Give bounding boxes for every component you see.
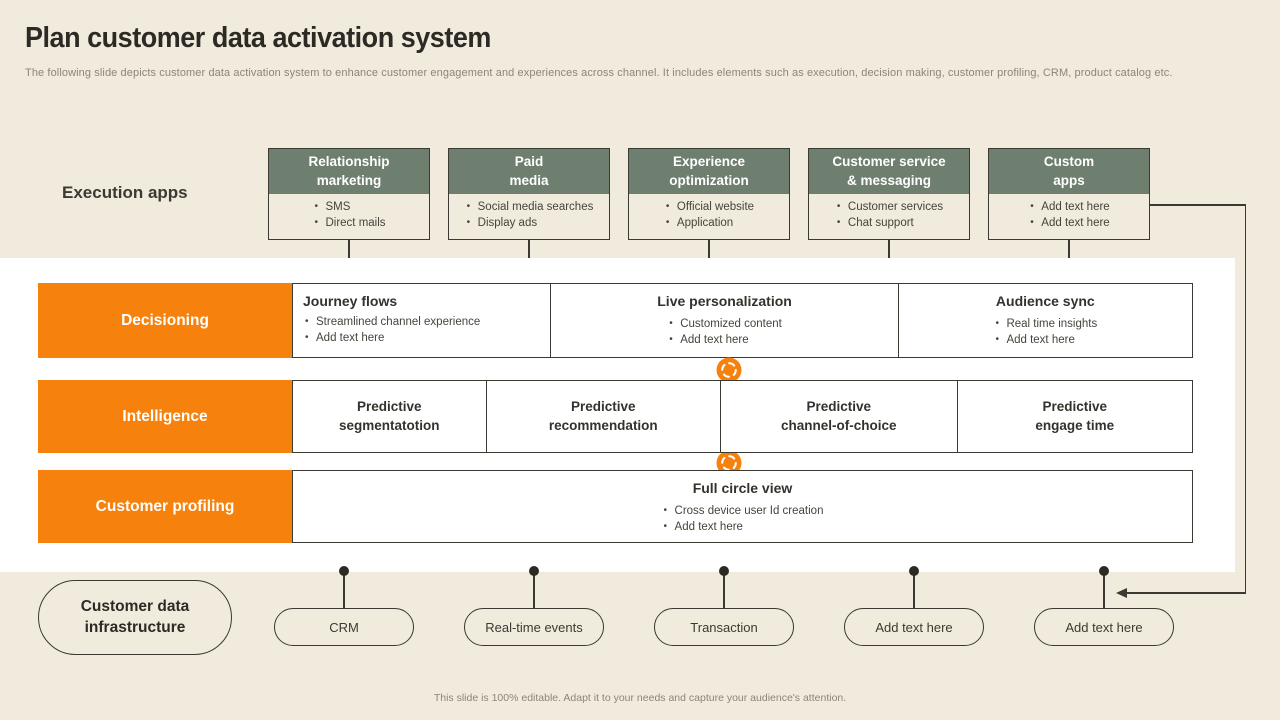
connector-line: [888, 240, 890, 258]
cell-predictive-engage-time: Predictive engage time: [956, 381, 1192, 452]
connector-dot: [909, 566, 919, 576]
connector-line: [1244, 204, 1246, 593]
connector-line: [913, 571, 915, 608]
connector-line: [1068, 240, 1070, 258]
cell-title: Live personalization: [657, 293, 792, 309]
app-box-title: Relationship marketing: [269, 149, 429, 194]
bullet-item: Display ads: [465, 215, 594, 231]
bullet-item: Social media searches: [465, 199, 594, 215]
cell-title: Predictive recommendation: [548, 398, 658, 433]
connector-dot: [719, 566, 729, 576]
infra-node-placeholder-2: Add text here: [1034, 608, 1174, 646]
bullet-item: Customized content: [667, 316, 782, 332]
cell-title: Journey flows: [303, 293, 398, 309]
cell-title: Predictive channel-of-choice: [781, 398, 897, 433]
cell-bullets: Streamlined channel experience Add text …: [303, 314, 550, 346]
cell-bullets: Customized content Add text here: [667, 316, 782, 348]
bullet-item: Chat support: [835, 215, 943, 231]
connector-dot: [529, 566, 539, 576]
cell-predictive-channel-of-choice: Predictive channel-of-choice: [720, 381, 956, 452]
app-box-title: Experience optimization: [629, 149, 789, 194]
cell-full-circle-view: Full circle view Cross device user Id cr…: [293, 471, 1192, 542]
infra-node-transaction: Transaction: [654, 608, 794, 646]
app-box-experience-optimization: Experience optimization Official website…: [628, 148, 790, 240]
connector-line: [528, 240, 530, 258]
app-box-title: Customer service & messaging: [809, 149, 969, 194]
app-box-bullets: Official website Application: [664, 199, 754, 231]
row-label-decisioning: Decisioning: [38, 283, 292, 358]
connector-line: [343, 571, 345, 608]
app-box-bullets: SMS Direct mails: [312, 199, 385, 231]
cell-title: Audience sync: [995, 293, 1095, 309]
bullet-item: Add text here: [303, 330, 550, 346]
bullet-item: Direct mails: [312, 215, 385, 231]
app-box-customer-service-messaging: Customer service & messaging Customer se…: [808, 148, 970, 240]
cell-title: Predictive segmentatotion: [339, 398, 440, 433]
execution-apps-label: Execution apps: [62, 183, 188, 202]
bullet-item: Add text here: [662, 519, 824, 535]
bullet-item: SMS: [312, 199, 385, 215]
infra-node-crm: CRM: [274, 608, 414, 646]
slide-subtitle: The following slide depicts customer dat…: [25, 67, 1173, 79]
cell-live-personalization: Live personalization Customized content …: [550, 284, 897, 357]
app-box-relationship-marketing: Relationship marketing SMS Direct mails: [268, 148, 430, 240]
app-box-title: Custom apps: [989, 149, 1149, 194]
page-title: Plan customer data activation system: [25, 22, 491, 54]
cell-audience-sync: Audience sync Real time insights Add tex…: [897, 284, 1192, 357]
bullet-item: Add text here: [667, 332, 782, 348]
bullet-item: Real time insights: [993, 316, 1097, 332]
bullet-item: Streamlined channel experience: [303, 314, 550, 330]
infra-node-placeholder-1: Add text here: [844, 608, 984, 646]
connector-line: [533, 571, 535, 608]
connector-line: [1150, 204, 1246, 206]
app-box-custom-apps: Custom apps Add text here Add text here: [988, 148, 1150, 240]
cell-journey-flows: Journey flows Streamlined channel experi…: [293, 284, 550, 357]
arrowhead-left-icon: [1116, 588, 1127, 598]
sync-icon: [716, 450, 742, 476]
cell-bullets: Real time insights Add text here: [993, 316, 1097, 348]
app-box-bullets: Add text here Add text here: [1028, 199, 1109, 231]
row-label-customer-profiling: Customer profiling: [38, 470, 292, 543]
cell-title: Full circle view: [692, 480, 793, 496]
connector-dot: [1099, 566, 1109, 576]
bullet-item: Application: [664, 215, 754, 231]
row-customer-profiling: Full circle view Cross device user Id cr…: [292, 470, 1193, 543]
bullet-item: Add text here: [1028, 215, 1109, 231]
connector-line: [1126, 592, 1246, 594]
connector-line: [723, 571, 725, 608]
app-box-bullets: Social media searches Display ads: [465, 199, 594, 231]
app-box-bullets: Customer services Chat support: [835, 199, 943, 231]
cell-title: Predictive engage time: [1035, 398, 1115, 433]
sync-icon: [716, 357, 742, 383]
bullet-item: Add text here: [993, 332, 1097, 348]
app-box-title: Paid media: [449, 149, 609, 194]
row-intelligence: Predictive segmentatotion Predictive rec…: [292, 380, 1193, 453]
row-label-intelligence: Intelligence: [38, 380, 292, 453]
cell-bullets: Cross device user Id creation Add text h…: [662, 503, 824, 535]
bullet-item: Cross device user Id creation: [662, 503, 824, 519]
connector-line: [1103, 571, 1105, 608]
cell-predictive-segmentation: Predictive segmentatotion: [293, 381, 486, 452]
app-box-paid-media: Paid media Social media searches Display…: [448, 148, 610, 240]
bullet-item: Official website: [664, 199, 754, 215]
connector-line: [348, 240, 350, 258]
customer-data-infrastructure-label: Customer data infrastructure: [38, 580, 232, 655]
row-decisioning: Journey flows Streamlined channel experi…: [292, 283, 1193, 358]
infra-node-real-time-events: Real-time events: [464, 608, 604, 646]
cell-predictive-recommendation: Predictive recommendation: [485, 381, 720, 452]
editable-note: This slide is 100% editable. Adapt it to…: [433, 692, 847, 704]
connector-dot: [339, 566, 349, 576]
bullet-item: Customer services: [835, 199, 943, 215]
bullet-item: Add text here: [1028, 199, 1109, 215]
connector-line: [708, 240, 710, 258]
